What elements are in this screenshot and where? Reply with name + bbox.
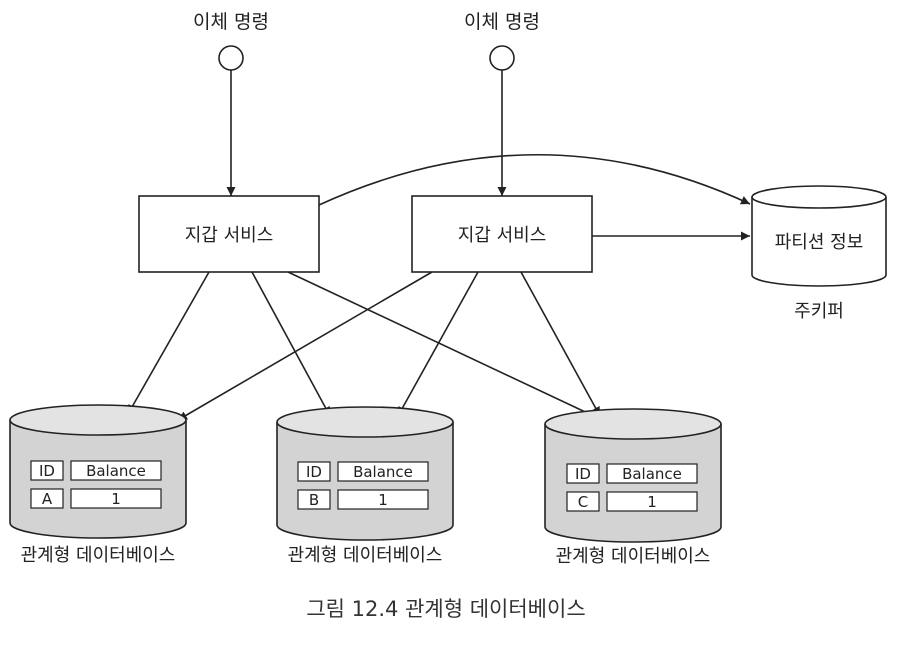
transfer-command-label-1: 이체 명령 bbox=[193, 11, 269, 33]
db-c-balance-value: 1 bbox=[647, 493, 657, 511]
zookeeper-caption: 주키퍼 bbox=[794, 301, 844, 322]
db-c-label: 관계형 데이터베이스 bbox=[556, 546, 711, 567]
db-a-balance-cell bbox=[70, 488, 162, 509]
wallet-service-label-1: 지갑 서비스 bbox=[185, 225, 274, 246]
db-a-id-cell bbox=[30, 488, 64, 509]
relational-db-b: ID Balance B 1 bbox=[276, 406, 454, 541]
db-c-id-cell bbox=[566, 491, 600, 512]
wallet-service-label-2: 지갑 서비스 bbox=[458, 225, 547, 246]
db-a-balance-header-text: Balance bbox=[86, 462, 146, 480]
db-b-id-header bbox=[297, 461, 331, 482]
relational-db-a: ID Balance A 1 bbox=[9, 404, 187, 539]
partition-info-store bbox=[751, 185, 887, 287]
db-c-balance-cell bbox=[606, 491, 698, 512]
figure-caption: 그림 12.4 관계형 데이터베이스 bbox=[306, 597, 585, 621]
db-b-id-cell bbox=[297, 489, 331, 510]
arrow-wallet1-to-zookeeper bbox=[318, 153, 751, 206]
db-c-balance-header bbox=[606, 463, 698, 484]
relational-db-c: ID Balance C 1 bbox=[544, 408, 722, 543]
wallet-service-box-1 bbox=[138, 195, 320, 273]
db-a-balance-value: 1 bbox=[111, 490, 121, 508]
transfer-command-label-2: 이체 명령 bbox=[464, 11, 540, 33]
arrow-wallet2-to-db-a bbox=[177, 271, 433, 421]
arrow-wallet1-to-db-b bbox=[251, 271, 331, 417]
db-a-id-header-text: ID bbox=[39, 462, 55, 480]
db-c-balance-header-text: Balance bbox=[622, 465, 682, 483]
db-a-id-header bbox=[30, 460, 64, 481]
db-c-id-value: C bbox=[578, 493, 588, 511]
db-a-balance-header bbox=[70, 460, 162, 481]
arrow-wallet1-to-db-c bbox=[287, 271, 599, 419]
db-b-balance-value: 1 bbox=[378, 491, 388, 509]
db-b-label: 관계형 데이터베이스 bbox=[288, 545, 443, 566]
db-b-balance-header bbox=[337, 461, 429, 482]
arrow-wallet1-to-db-a bbox=[127, 271, 210, 415]
db-b-balance-cell bbox=[337, 489, 429, 510]
wallet-service-box-2 bbox=[411, 195, 593, 273]
db-b-id-value: B bbox=[309, 491, 319, 509]
db-b-balance-header-text: Balance bbox=[353, 463, 413, 481]
transfer-command-node-2 bbox=[489, 45, 515, 71]
db-a-id-value: A bbox=[42, 490, 53, 508]
db-c-id-header bbox=[566, 463, 600, 484]
partition-info-label: 파티션 정보 bbox=[775, 232, 864, 253]
db-a-label: 관계형 데이터베이스 bbox=[21, 545, 176, 566]
db-b-id-header-text: ID bbox=[306, 463, 322, 481]
transfer-command-node-1 bbox=[218, 45, 244, 71]
arrow-wallet2-to-db-c bbox=[520, 271, 601, 417]
db-c-id-header-text: ID bbox=[575, 465, 591, 483]
arrow-wallet2-to-db-b bbox=[397, 271, 479, 417]
